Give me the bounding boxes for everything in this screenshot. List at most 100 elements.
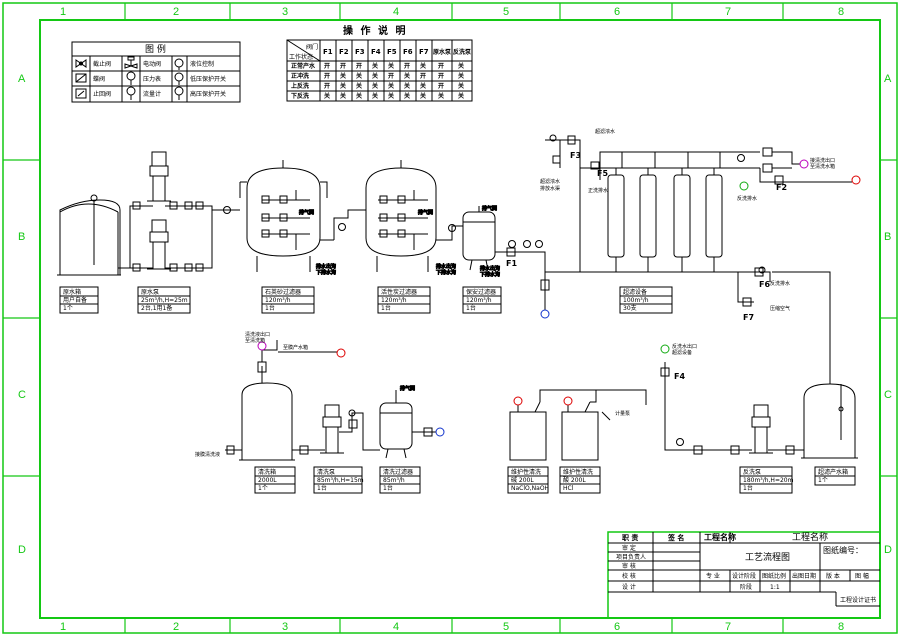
op-cell: 关 <box>340 92 346 100</box>
low-pressure-switch-icon <box>174 72 184 85</box>
pipe-note: 反洗水出口 <box>672 343 697 350</box>
operation-table: 操 作 说 明 阀门 工作状态 F1 F2 F3 F4 F5 F6 F7 原水泵… <box>286 24 473 102</box>
flow-meter-icon <box>126 86 136 100</box>
equipment-label-backwash-pump: 180m³/h,H=20m <box>743 477 794 484</box>
equipment-label-carbon-filter: 活性炭过滤器 <box>381 288 417 296</box>
pipe-note: 至清洗箱 <box>245 337 265 344</box>
col-label: 5 <box>503 621 509 633</box>
naoh-dosing-tank <box>509 396 547 461</box>
col-label: 5 <box>503 6 509 18</box>
equipment-label-hcl-tank: HCl <box>563 485 574 492</box>
tb-meta-header: 图 幅 <box>855 572 869 580</box>
tb-sign-header: 签 名 <box>667 533 684 542</box>
op-cell: 开 <box>324 72 330 80</box>
raw-pump-1 <box>147 151 171 202</box>
level-control-icon <box>174 58 184 70</box>
security-filter <box>462 206 496 271</box>
equipment-label-raw-pump: 原水泵 <box>141 288 159 296</box>
globe-valve-icon <box>75 59 87 68</box>
pipe-note: 排放水渠 <box>540 185 560 192</box>
op-cell: 开 <box>356 62 362 70</box>
col-label: 3 <box>282 6 288 18</box>
equipment-label-box <box>377 286 431 314</box>
op-cell: 开 <box>438 72 444 80</box>
op-cell: 关 <box>372 62 378 70</box>
op-cell: 关 <box>340 82 346 90</box>
op-cell: 关 <box>372 92 378 100</box>
row-label: B <box>18 231 25 243</box>
op-cell: 关 <box>420 92 426 100</box>
vent-note: 排气阀 <box>418 209 433 216</box>
op-col-header: F7 <box>419 48 429 56</box>
col-label: 1 <box>60 621 66 633</box>
equipment-label-box <box>379 466 421 494</box>
pipe-note: 超滤浓水 <box>595 128 615 135</box>
equipment-label-clean-filter: 85m³/h <box>383 477 405 484</box>
op-cell: 关 <box>356 82 362 90</box>
tb-meta-header: 版 本 <box>826 572 840 580</box>
op-cell: 开 <box>324 62 330 70</box>
drawing-title: 工艺流程图 <box>745 551 790 563</box>
pipe-note: 接清洗出口 <box>810 157 835 164</box>
equipment-label-raw-tank: 用户自备 <box>63 296 87 304</box>
legend-label: 截止阀 <box>93 60 111 68</box>
legend-label: 液位控制 <box>190 60 214 68</box>
product-tank <box>801 383 858 459</box>
tb-project-value: 工程名称 <box>792 531 828 543</box>
op-row-label: 下反洗 <box>291 92 309 100</box>
equipment-label-uf-unit: 超滤设备 <box>623 288 647 296</box>
op-cell: 开 <box>438 62 444 70</box>
title-block: 职 责 签 名 工程名称 工程名称 审 定 项目负责人 审 核 校 核 设 计 … <box>607 531 881 619</box>
carbon-filter <box>365 160 437 272</box>
equipment-label-naoh-tank: 碱 200L <box>511 477 534 484</box>
tb-meta-value: 阶段 <box>740 583 752 591</box>
equipment-label-clean-filter: 清洗过滤器 <box>383 468 413 476</box>
row-label: D <box>18 544 26 556</box>
pipe-note: 压缩空气 <box>770 305 790 312</box>
col-label: 6 <box>614 6 620 18</box>
op-cell: 开 <box>340 62 346 70</box>
equipment-label-clean-tank: 1个 <box>258 485 268 492</box>
tb-role-header: 职 责 <box>622 533 638 542</box>
op-cell: 关 <box>372 72 378 80</box>
check-valve-icon <box>75 88 87 99</box>
tb-meta-header: 图纸比例 <box>762 572 786 580</box>
op-cell: 关 <box>438 92 444 100</box>
equipment-label-product-tank: 超滤产水箱 <box>818 468 848 476</box>
valve-f5-label: F5 <box>597 169 608 178</box>
hcl-dosing-tank <box>561 396 599 461</box>
op-cell: 开 <box>324 82 330 90</box>
col-label: 4 <box>393 621 399 633</box>
equipment-label-security-filter: 保安过滤器 <box>466 288 496 296</box>
equipment-label-backwash-pump: 1台 <box>743 484 753 492</box>
equipment-label-uf-unit: 100m³/h <box>623 297 649 304</box>
row-label: A <box>884 73 892 85</box>
tb-role: 审 核 <box>622 562 636 570</box>
tb-cert: 工程设计证书 <box>840 596 876 604</box>
row-label: A <box>18 73 26 85</box>
tb-meta-header: 设计阶段 <box>732 572 756 580</box>
col-label: 7 <box>725 621 731 633</box>
op-cell: 关 <box>458 82 464 90</box>
legend-label: 压力表 <box>143 75 161 83</box>
equipment-label-hcl-tank: 维护性清洗 <box>563 468 593 476</box>
pipe-note: 至膜产水箱 <box>283 344 308 351</box>
equipment-label-raw-tank: 原水箱 <box>63 288 81 296</box>
cleaning-process: 排气阀 <box>225 271 858 461</box>
op-col-header: F3 <box>355 48 365 56</box>
equipment-label-raw-pump: 2台,1用1备 <box>141 304 172 312</box>
row-label: C <box>18 389 26 401</box>
op-cell: 关 <box>388 82 394 90</box>
equipment-label-sand-filter: 120m³/h <box>265 297 291 304</box>
motor-valve-icon <box>124 56 138 69</box>
op-cell: 开 <box>420 72 426 80</box>
op-cell: 开 <box>438 82 444 90</box>
raw-pump-2 <box>147 219 171 270</box>
valve-f2-label: F2 <box>776 183 787 192</box>
op-cell: 关 <box>458 72 464 80</box>
op-row-label: 正冲洗 <box>291 72 309 80</box>
main-process: 排气阀 排水出沟 下排水沟 排气阀 排水出沟 下排水沟 排气 <box>57 134 861 319</box>
pipe-note: 正洗排水 <box>588 187 608 194</box>
clean-tank <box>239 340 295 461</box>
